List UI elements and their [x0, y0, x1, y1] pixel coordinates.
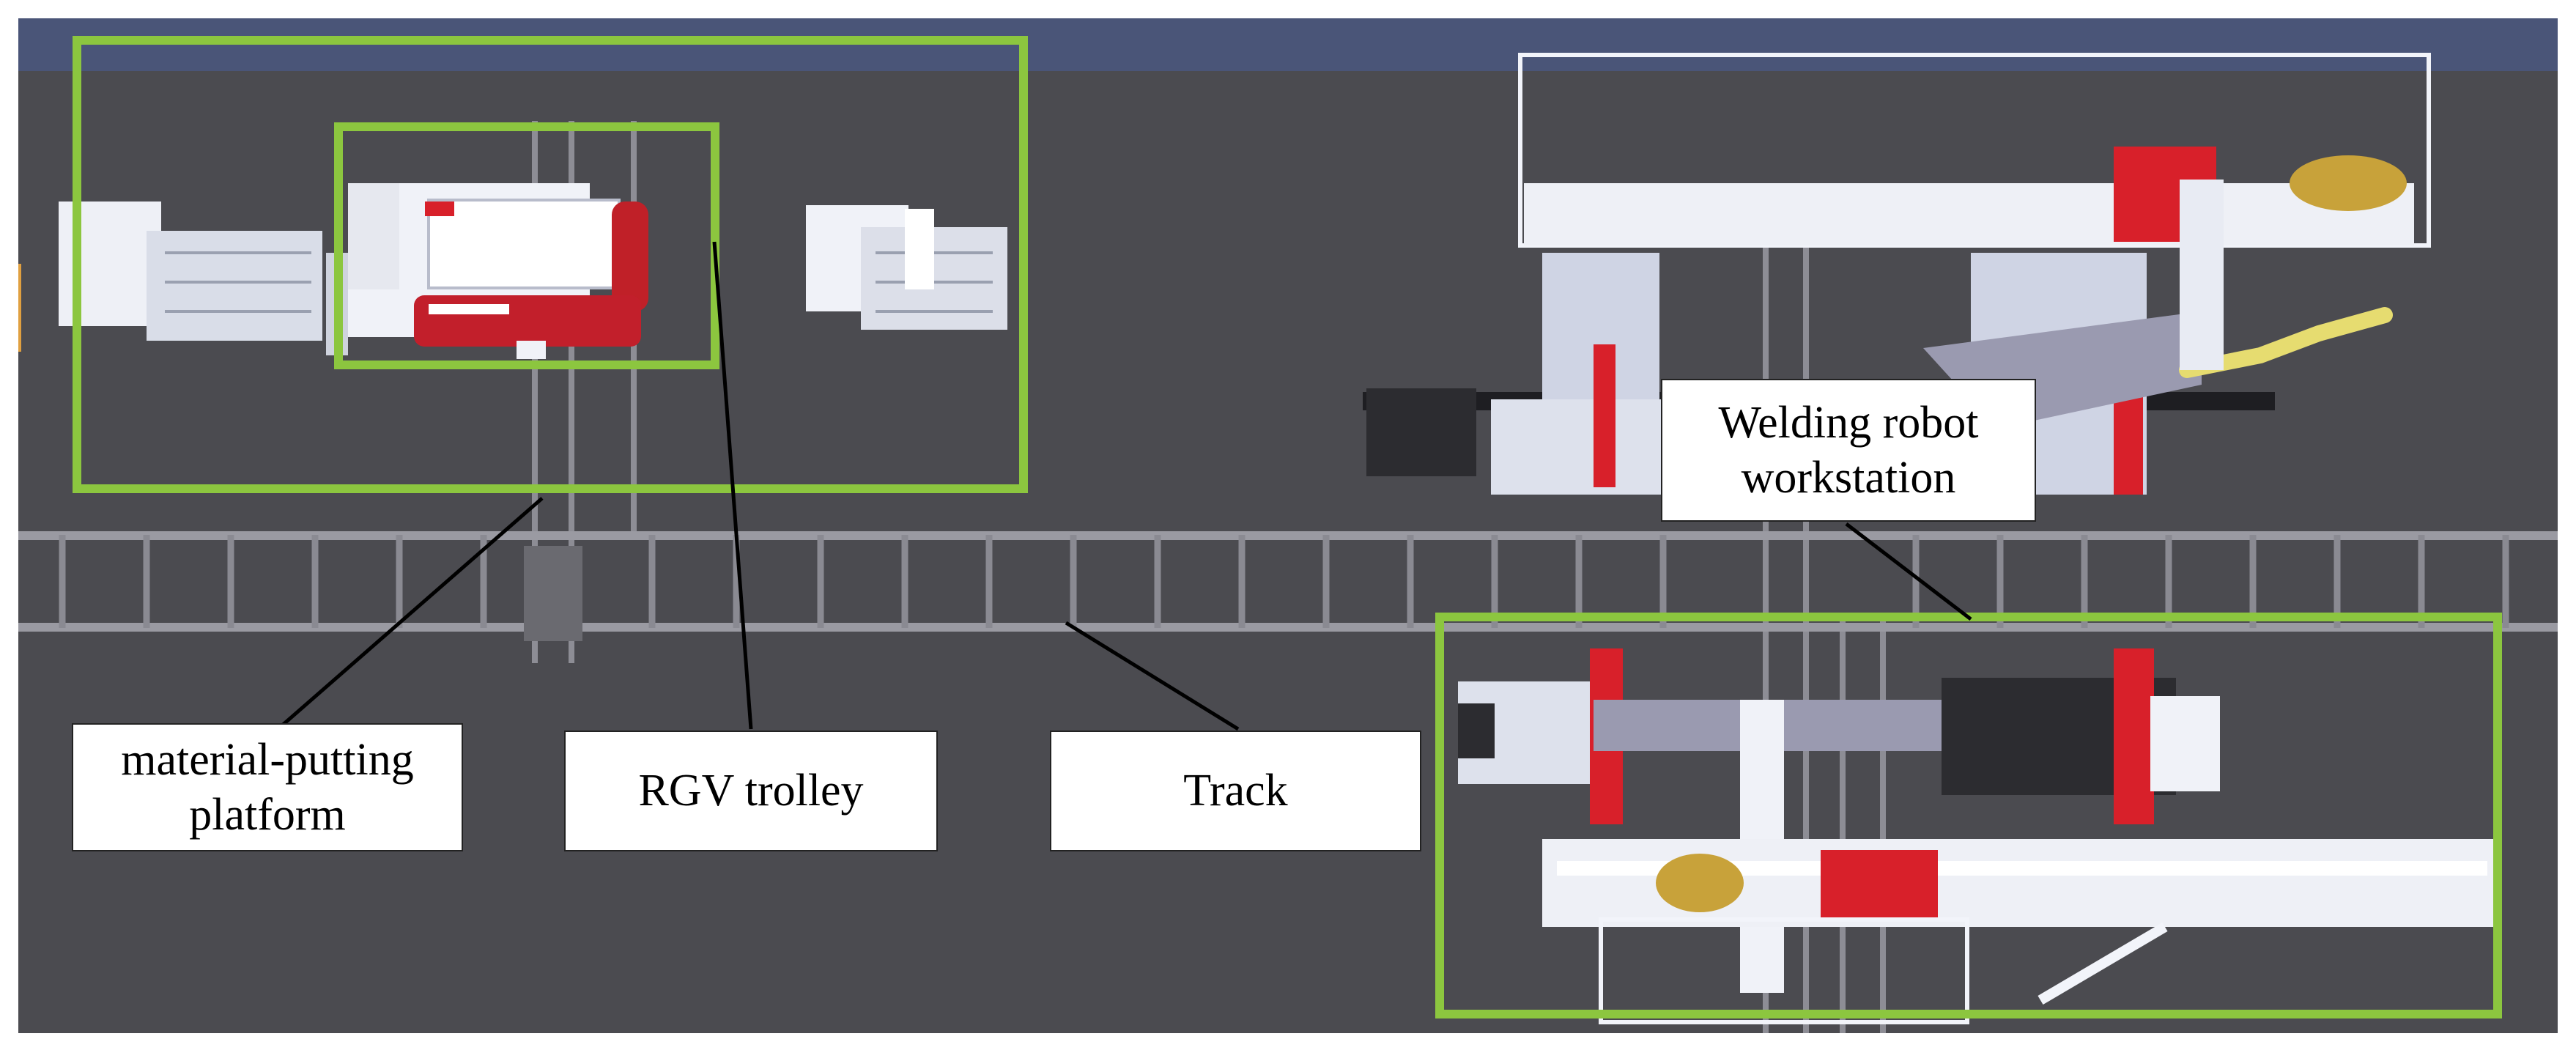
platform-highlight-box	[73, 36, 1028, 493]
rgv-highlight-box	[334, 122, 719, 369]
lower-workstation	[1458, 648, 2502, 1024]
platform-leader-line	[281, 497, 544, 727]
workstation-leader-line	[1845, 522, 1972, 621]
workstation-highlight-box	[1435, 613, 2502, 1018]
track-leader-line	[1065, 621, 1240, 731]
material-platform-label: material-putting platform	[72, 723, 463, 851]
welding-workstation-label: Welding robot workstation	[1661, 379, 2036, 522]
simulation-scene	[18, 18, 2558, 1033]
right-module	[806, 205, 1007, 330]
rgv-trolley	[348, 183, 648, 359]
rgv-leader-line	[712, 241, 753, 730]
track-label: Track	[1050, 731, 1421, 851]
rgv-trolley-label: RGV trolley	[564, 731, 938, 851]
scene-art	[18, 18, 2558, 1033]
